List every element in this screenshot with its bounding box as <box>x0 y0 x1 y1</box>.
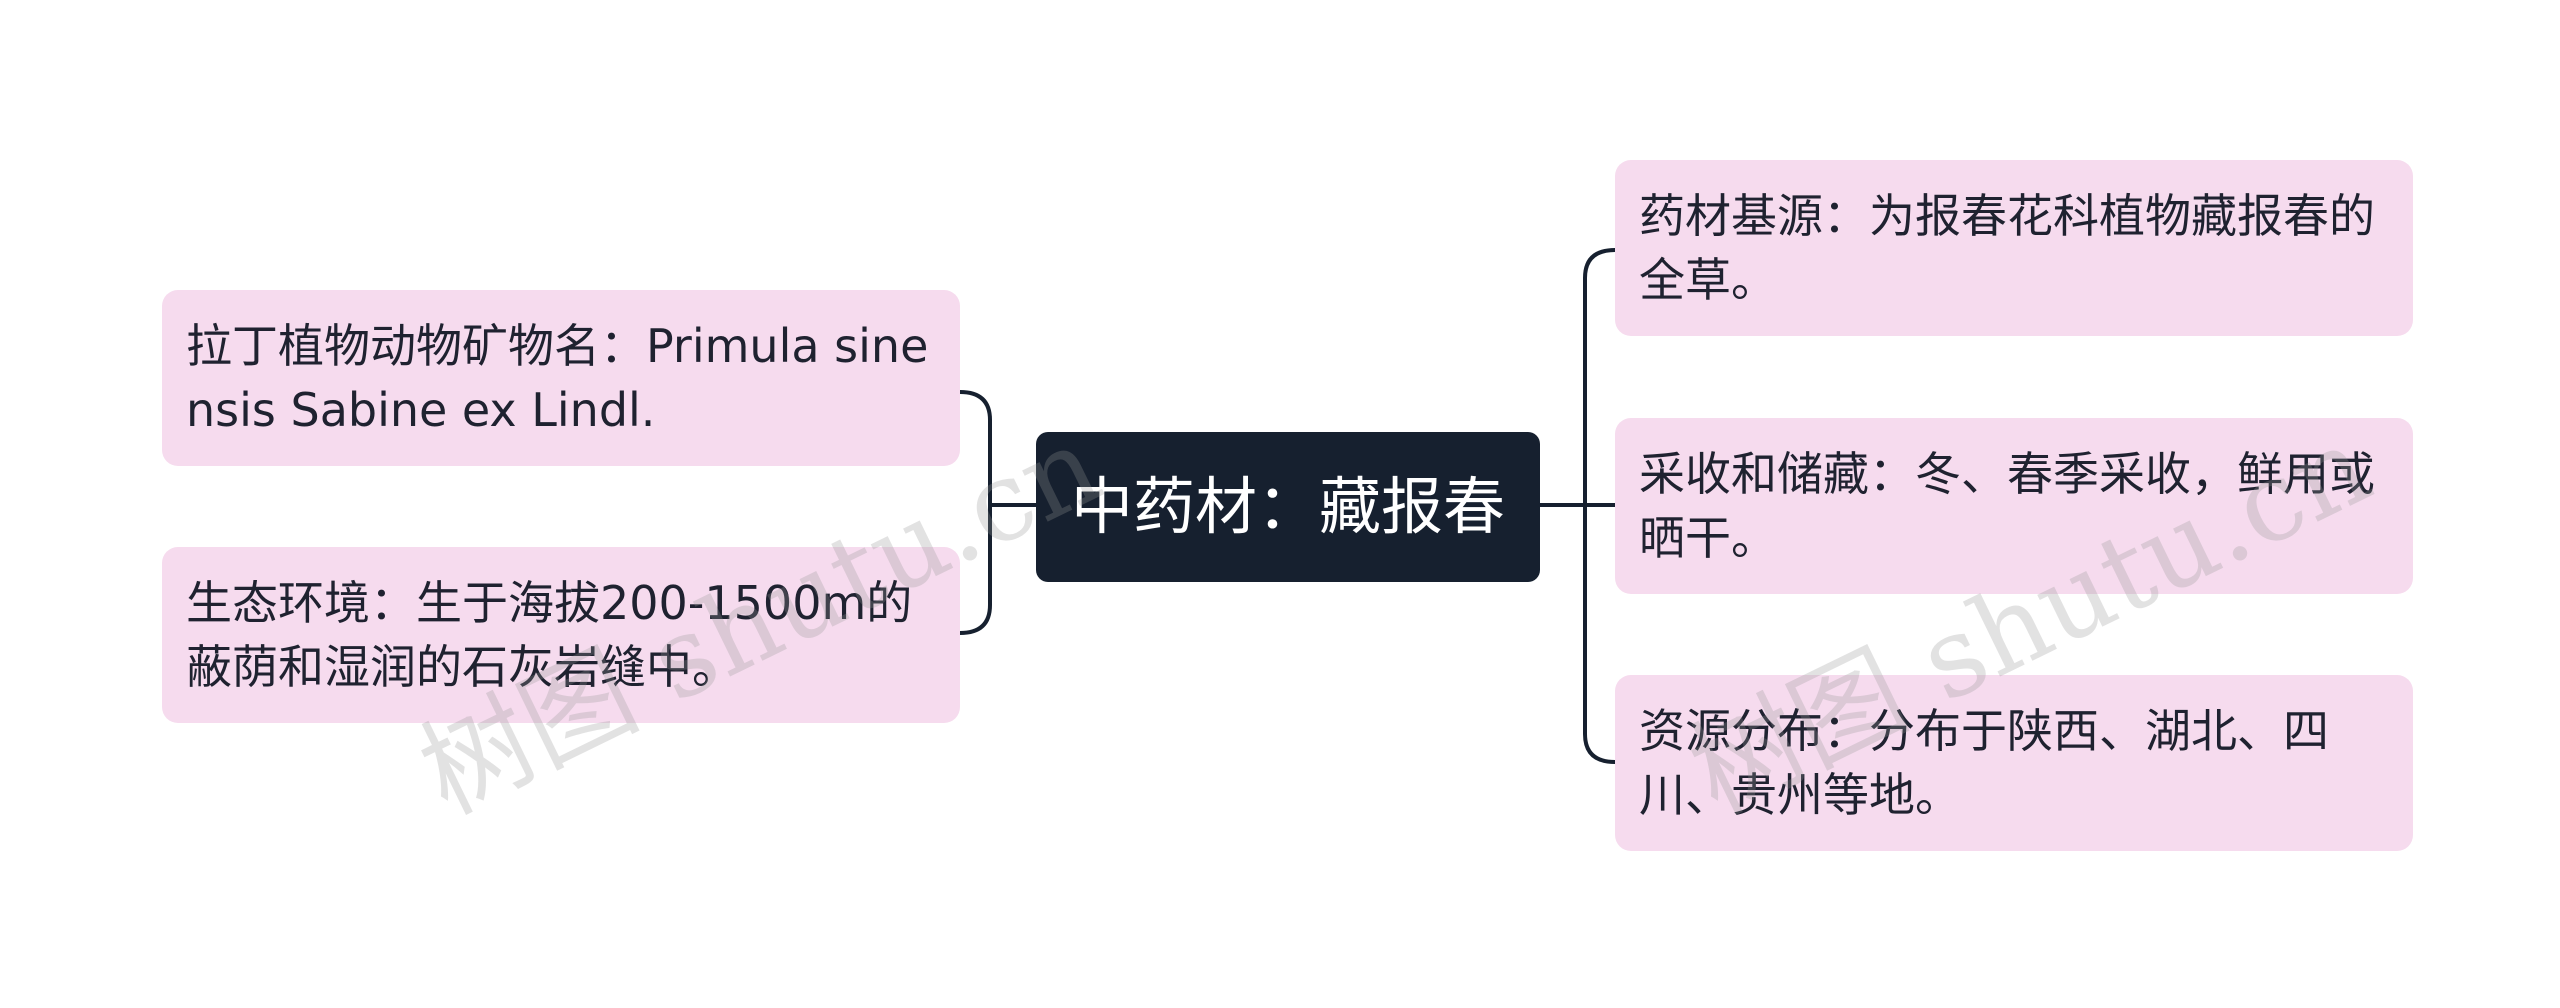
topic-distribution[interactable]: 资源分布：分布于陕西、湖北、四川、贵州等地。 <box>1615 675 2413 851</box>
topic-harvest-storage[interactable]: 采收和储藏：冬、春季采收，鲜用或晒干。 <box>1615 418 2413 594</box>
central-topic[interactable]: 中药材：藏报春 <box>1036 432 1540 582</box>
topic-medicinal-source[interactable]: 药材基源：为报春花科植物藏报春的全草。 <box>1615 160 2413 336</box>
connector-right <box>1538 248 1617 764</box>
connector-left <box>958 390 1038 635</box>
topic-latin-name[interactable]: 拉丁植物动物矿物名：Primula sinensis Sabine ex Lin… <box>162 290 960 466</box>
topic-habitat[interactable]: 生态环境：生于海拔200-1500m的蔽荫和湿润的石灰岩缝中。 <box>162 547 960 723</box>
